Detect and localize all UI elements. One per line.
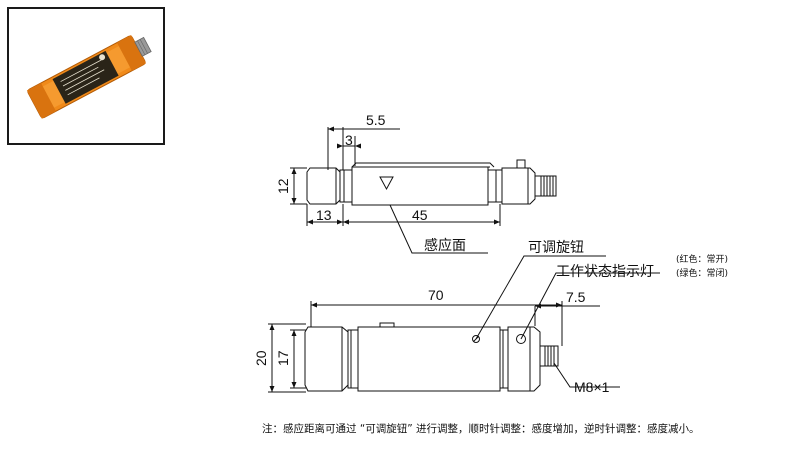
label-adjust-knob: 可调旋钮 [528,240,584,256]
dim-3: 3 [345,132,353,148]
label-status-led: 工作状态指示灯 [556,264,654,280]
product-photo [7,7,165,145]
footnote: 注：感应距离可通过 “可调旋钮” 进行调整，顺时针调整：感度增加，逆时针调整：感… [262,423,700,435]
label-led-green: (绿色：常闭) [676,267,728,279]
dim-45: 45 [412,207,428,223]
dim-70: 70 [428,287,444,303]
dim-7-5: 7.5 [566,289,586,305]
dim-5-5: 5.5 [366,112,386,128]
label-led-red: (红色：常开) [676,253,728,265]
dim-20: 20 [253,350,269,366]
front-view [268,255,660,393]
dim-12: 12 [275,178,291,194]
thread-spec: M8×1 [574,379,610,395]
label-sensing-face: 感应面 [424,237,466,254]
dim-13: 13 [316,207,332,223]
sensor-photo-illustration [26,35,152,119]
top-view [290,127,557,254]
dimension-arrows [269,126,562,392]
dim-17: 17 [275,350,291,366]
